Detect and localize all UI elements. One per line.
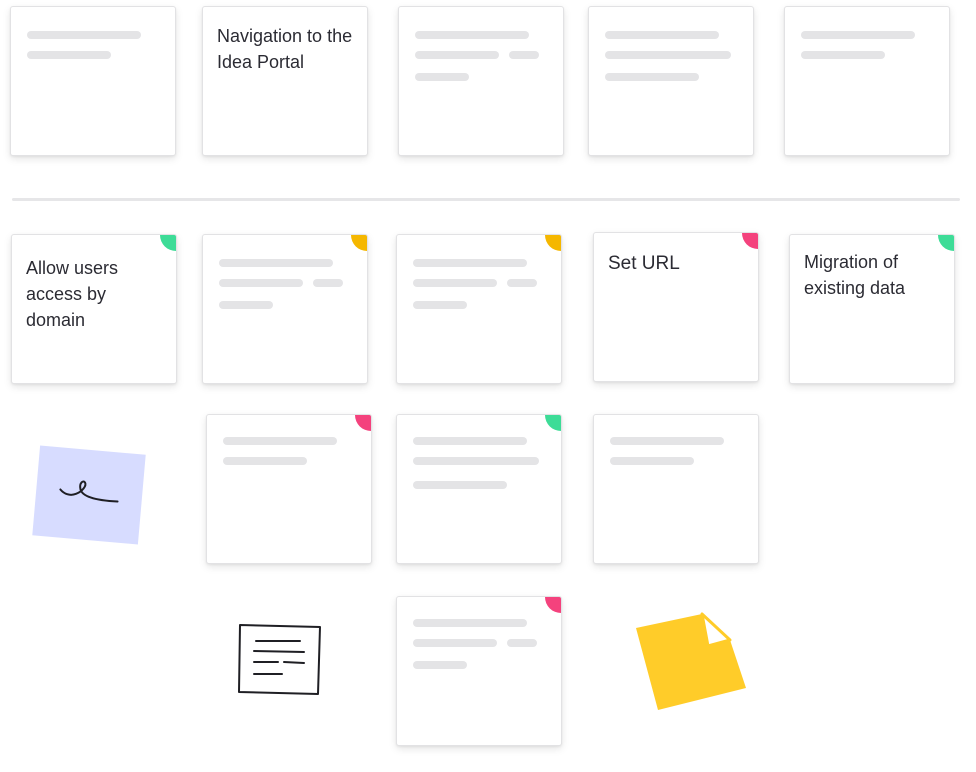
placeholder-line (415, 51, 499, 59)
status-dot-green (545, 415, 561, 431)
card-placeholder[interactable] (396, 414, 562, 564)
card-allow-users-by-domain[interactable]: Allow users access by domain (11, 234, 177, 384)
placeholder-line (413, 279, 497, 287)
placeholder-line (413, 457, 539, 465)
card-placeholder[interactable] (396, 234, 562, 384)
placeholder-line (413, 259, 527, 267)
status-dot-green (160, 235, 176, 251)
card-placeholder[interactable] (202, 234, 368, 384)
placeholder-line (507, 279, 537, 287)
card-text: Migration of existing data (804, 252, 906, 298)
placeholder-line (223, 457, 307, 465)
card-migration-existing-data[interactable]: Migration of existing data (789, 234, 955, 384)
status-dot-pink (545, 597, 561, 613)
card-placeholder[interactable] (10, 6, 176, 156)
document-icon[interactable] (236, 622, 324, 698)
card-text: Allow users access by domain (26, 258, 119, 330)
card-placeholder[interactable] (593, 414, 759, 564)
placeholder-line (27, 31, 141, 39)
status-dot-yellow (545, 235, 561, 251)
status-dot-yellow (351, 235, 367, 251)
card-navigation-idea-portal[interactable]: Navigation to the Idea Portal (202, 6, 368, 156)
sticky-note-blue[interactable] (32, 445, 146, 545)
placeholder-line (27, 51, 111, 59)
placeholder-line (219, 259, 333, 267)
placeholder-line (605, 51, 731, 59)
placeholder-line (413, 661, 467, 669)
placeholder-line (801, 31, 915, 39)
section-divider (12, 198, 960, 201)
placeholder-line (219, 279, 303, 287)
card-text: Set URL (608, 253, 680, 274)
placeholder-line (507, 639, 537, 647)
placeholder-line (509, 51, 539, 59)
placeholder-line (415, 73, 469, 81)
placeholder-line (219, 301, 273, 309)
placeholder-line (413, 301, 467, 309)
placeholder-line (413, 437, 527, 445)
placeholder-line (413, 619, 527, 627)
placeholder-line (413, 639, 497, 647)
placeholder-line (605, 73, 699, 81)
placeholder-line (223, 437, 337, 445)
card-placeholder[interactable] (784, 6, 950, 156)
card-placeholder[interactable] (396, 596, 562, 746)
card-placeholder[interactable] (398, 6, 564, 156)
placeholder-line (313, 279, 343, 287)
placeholder-line (415, 31, 529, 39)
card-set-url[interactable]: Set URL (593, 232, 759, 382)
status-dot-pink (742, 233, 758, 249)
squiggle-icon (59, 480, 119, 503)
placeholder-line (610, 437, 724, 445)
card-placeholder[interactable] (588, 6, 754, 156)
card-text: Navigation to the Idea Portal (217, 26, 353, 72)
sticky-note-icon[interactable] (630, 610, 750, 716)
placeholder-line (605, 31, 719, 39)
status-dot-pink (355, 415, 371, 431)
placeholder-line (610, 457, 694, 465)
card-placeholder[interactable] (206, 414, 372, 564)
placeholder-line (801, 51, 885, 59)
placeholder-line (413, 481, 507, 489)
